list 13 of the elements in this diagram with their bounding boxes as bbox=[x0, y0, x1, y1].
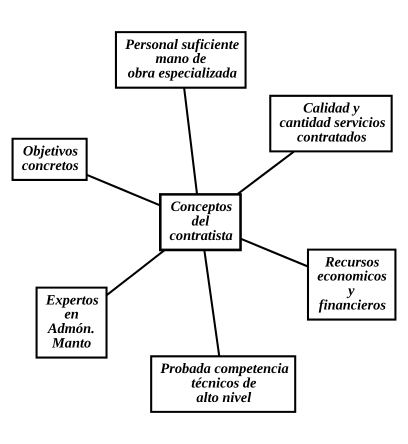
node-box: Objetivos concretos bbox=[12, 138, 88, 181]
node-box: Conceptos del contratista bbox=[159, 193, 242, 252]
connector bbox=[86, 174, 160, 206]
node-box: Recursos economicos y financieros bbox=[306, 248, 396, 321]
connector bbox=[183, 88, 198, 194]
node-box: Probada competencia técnicos de alto nivel bbox=[150, 355, 296, 413]
connector bbox=[203, 250, 220, 356]
node-box: Calidad y cantidad servicios contratados bbox=[269, 94, 393, 152]
connector bbox=[106, 249, 166, 296]
node-box: Expertos en Admón. Manto bbox=[36, 286, 108, 359]
connector bbox=[236, 150, 294, 195]
node-box: Personal suficiente mano de obra especializada bbox=[114, 31, 247, 89]
connector bbox=[240, 238, 308, 268]
